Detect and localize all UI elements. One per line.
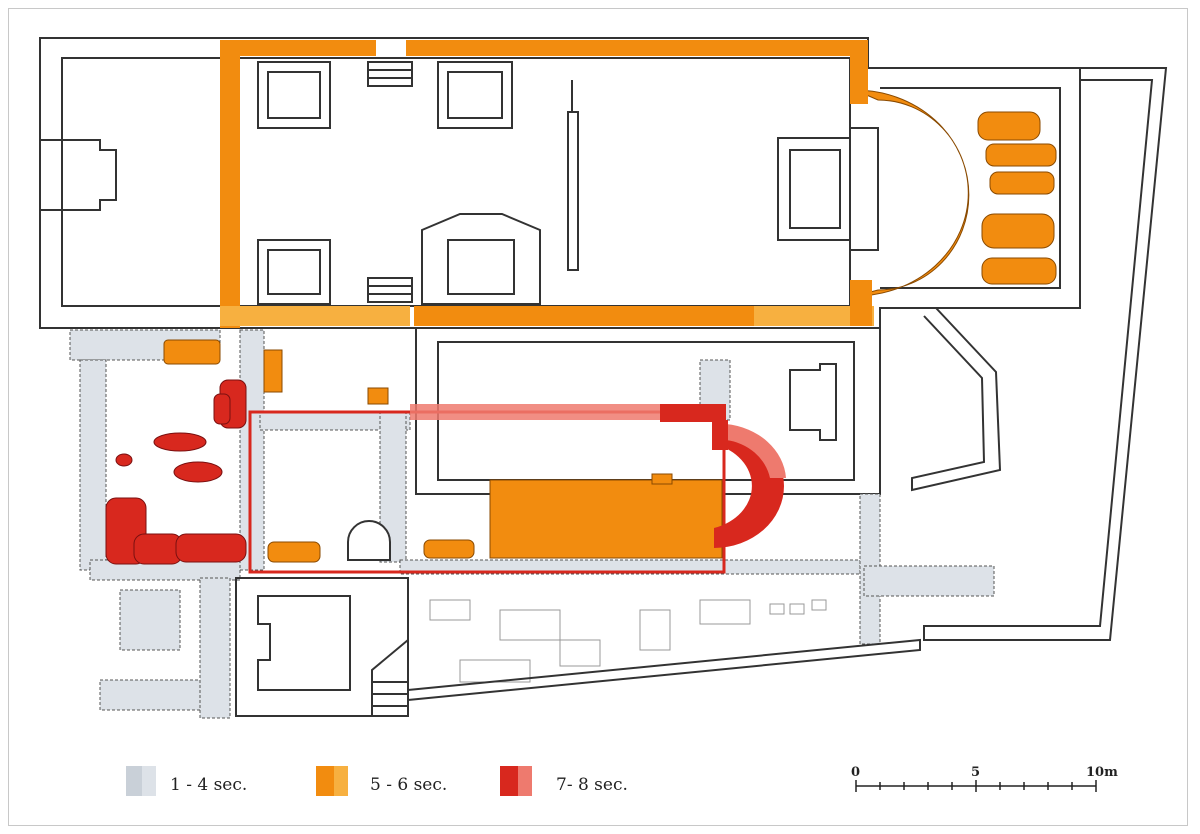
legend-swatch-5-6 [316, 766, 334, 796]
apse-icon [789, 363, 837, 441]
annex-outer [235, 577, 409, 717]
red-wall-light [410, 404, 660, 420]
stair-icon [367, 61, 413, 87]
scale-label-10m: 10m [1086, 765, 1118, 780]
north-church [39, 37, 1081, 329]
legend-item-5-6: 5 - 6 sec. [316, 766, 447, 796]
east-hexagonal-apse [911, 307, 1002, 492]
legend-item-7-8: 7- 8 sec. [500, 766, 628, 796]
west-entrance [40, 139, 117, 211]
south-period-2-features [163, 339, 723, 563]
scale-bar [855, 780, 1097, 792]
inner-dividing-wall [567, 111, 579, 271]
legend: 1 - 4 sec. 5 - 6 sec. 7- 8 sec. [126, 766, 628, 796]
pillar-nc [437, 61, 513, 129]
north-church-walls-period-2 [220, 40, 874, 328]
pillar-sw [257, 239, 331, 305]
annex-room [257, 595, 351, 691]
period-3-features [105, 379, 786, 574]
red-tombs [105, 379, 247, 565]
rubble-scatter [429, 599, 827, 683]
south-annex [235, 577, 921, 717]
north-apse [854, 89, 970, 297]
north-church-outer-wall [39, 37, 1081, 329]
legend-swatch-1-4 [126, 766, 142, 796]
east-room-tombs [977, 111, 1057, 285]
pillar-sc [421, 213, 541, 305]
south-door-arch [347, 520, 391, 561]
south-boundary-wall [407, 638, 921, 701]
legend-label-5-6: 5 - 6 sec. [370, 775, 447, 795]
pillar-nw [257, 61, 331, 129]
scale-label-0: 0 [851, 765, 860, 780]
east-enclosure [923, 67, 1168, 641]
east-room-outline [880, 87, 1061, 289]
legend-label-1-4: 1 - 4 sec. [170, 775, 247, 795]
legend-swatch-7-8 [500, 766, 518, 796]
altar [777, 127, 879, 251]
legend-item-1-4: 1 - 4 sec. [126, 766, 247, 796]
south-church-inner [437, 341, 855, 481]
scale-label-5: 5 [971, 765, 980, 780]
north-church-inner-wall [61, 57, 851, 307]
annex-staircase [371, 637, 409, 717]
legend-label-7-8: 7- 8 sec. [556, 775, 628, 795]
